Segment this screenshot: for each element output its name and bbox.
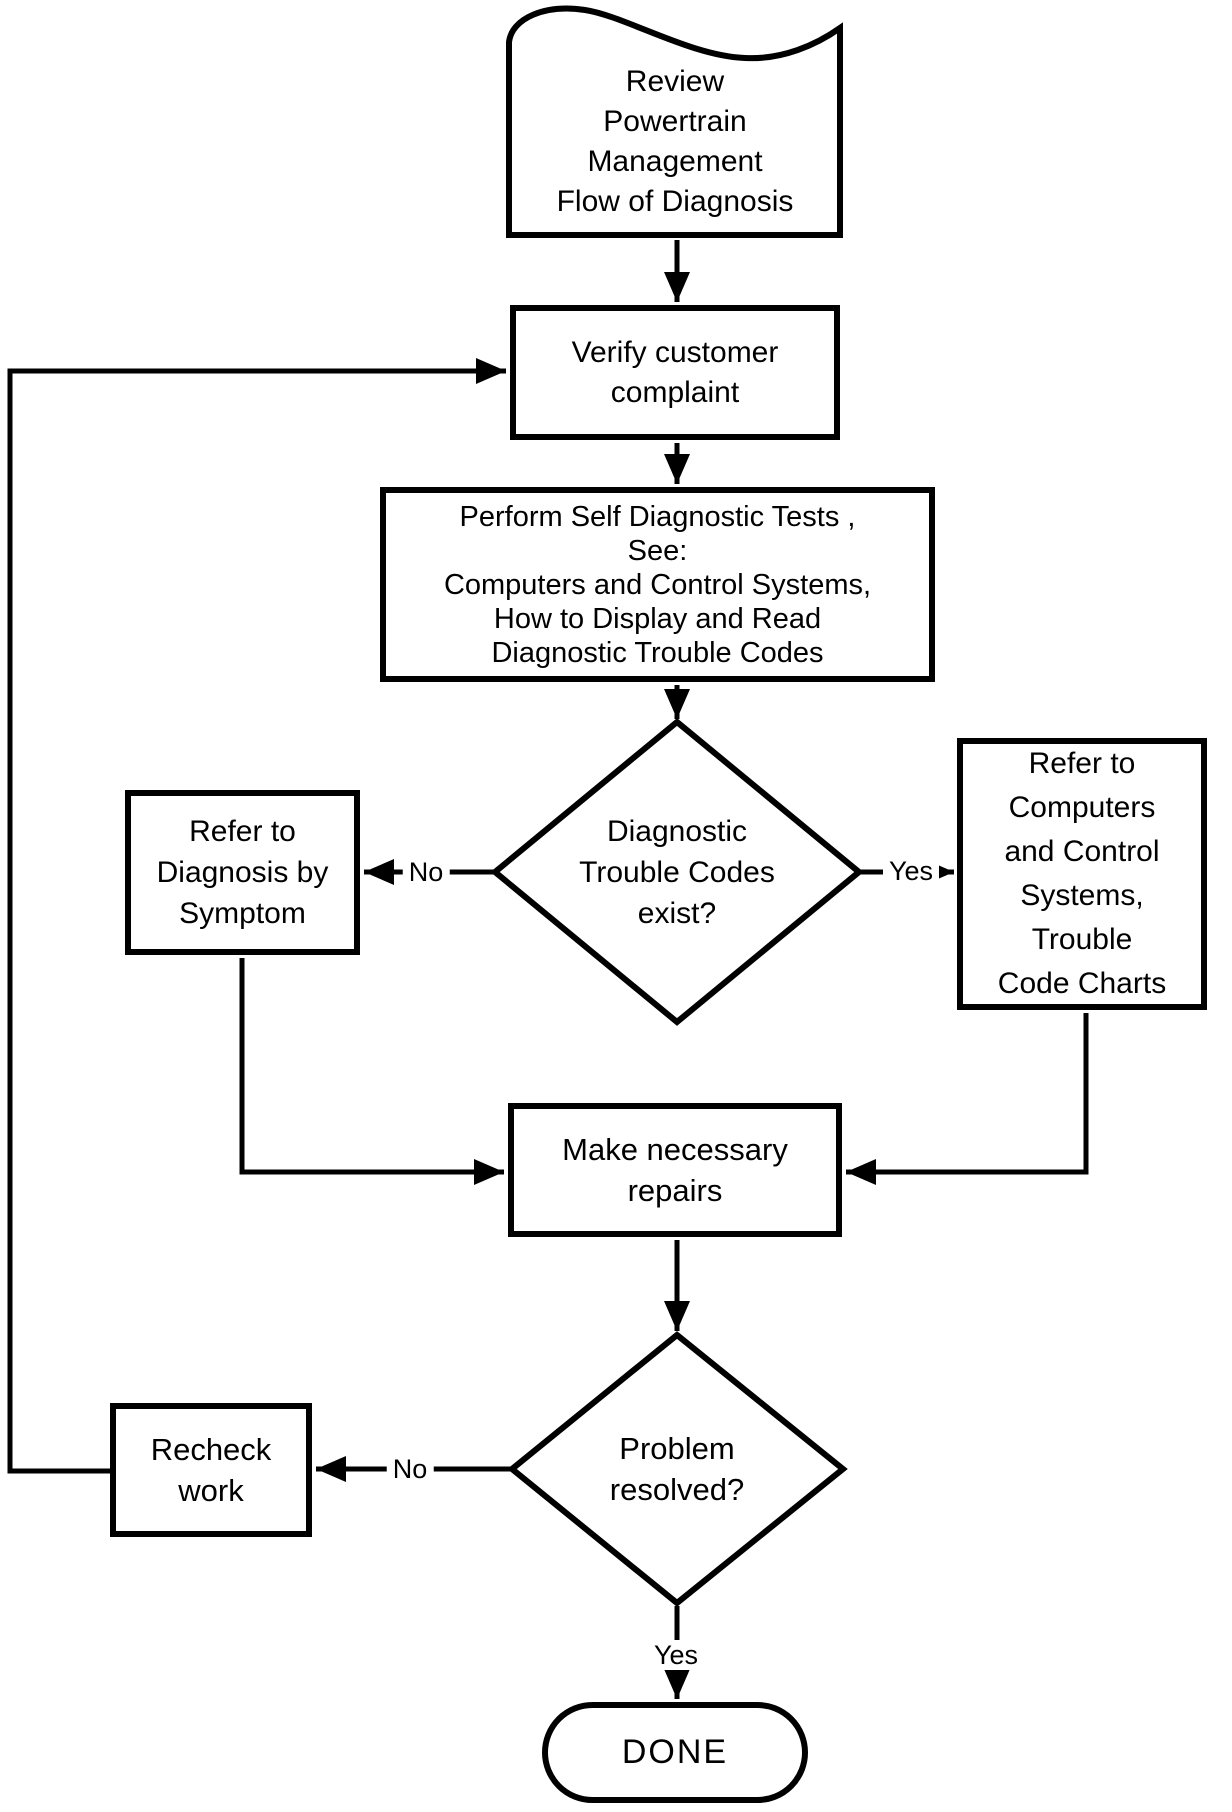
node-problem-resolved-decision-text: Problem resolved? (609, 1431, 745, 1507)
decision-shape-dtc-exist (490, 718, 864, 1026)
node-make-necessary-repairs: Make necessary repairs (508, 1103, 842, 1237)
node-dtc-exist-decision-text: Diagnostic Trouble Codes exist? (579, 814, 775, 930)
node-refer-to-diagnosis-by-symptom: Refer to Diagnosis by Symptom (125, 790, 360, 955)
node-review-powertrain-document: Review Powertrain Management Flow of Dia… (556, 65, 794, 218)
node-refer-to-computers-and-control-systems: Refer to Computers and Control Systems, … (957, 738, 1207, 1010)
edge-label-dtc-yes: Yes (882, 856, 940, 886)
node-recheck-work: Recheck work (110, 1403, 312, 1537)
node-perform-self-diagnostic-tests: Perform Self Diagnostic Tests , See: Com… (380, 487, 935, 682)
connector-recheck-loop-to-verify (7, 358, 506, 1474)
edge-label-dtc-no: No (402, 857, 450, 887)
document-shape-review (506, 5, 843, 238)
edge-label-resolved-yes: Yes (647, 1640, 705, 1670)
connector-refer-symptom-to-make-repairs (239, 958, 504, 1185)
node-done-terminator: DONE (542, 1702, 808, 1803)
connector-refer-computers-to-make-repairs (846, 1013, 1089, 1185)
node-verify-customer-complaint: Verify customer complaint (510, 305, 840, 440)
edge-label-resolved-no: No (386, 1454, 434, 1484)
decision-shape-problem-resolved (507, 1331, 848, 1607)
